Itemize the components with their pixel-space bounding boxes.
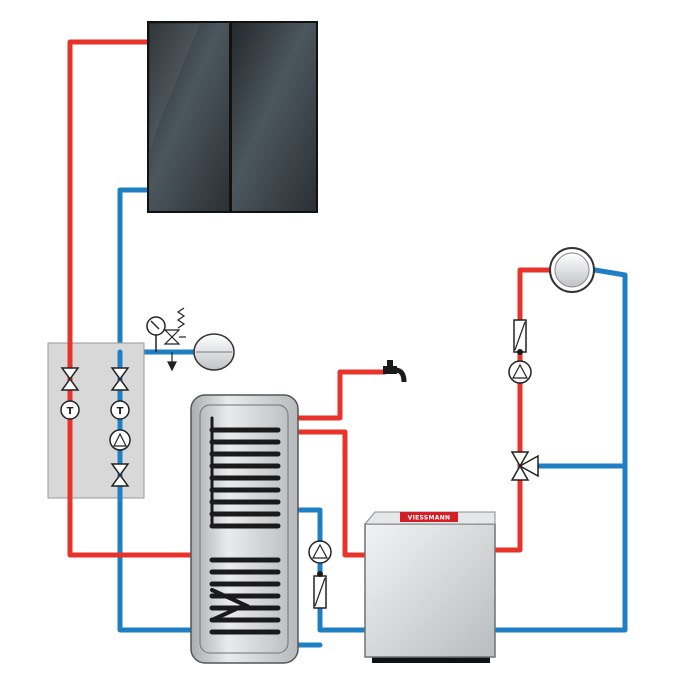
pressure-gauge-icon bbox=[146, 316, 166, 352]
circulation-pump-icon bbox=[109, 429, 131, 451]
svg-text:T: T bbox=[67, 406, 74, 417]
gas-boiler-icon: VIESSMANN bbox=[363, 511, 496, 663]
boiler-to-tank-pipe bbox=[295, 429, 368, 558]
flow-meter-icon bbox=[513, 319, 527, 355]
station-to-tank-pipe bbox=[117, 467, 196, 633]
boiler-brand-label: VIESSMANN bbox=[408, 515, 451, 522]
circulation-pump-icon bbox=[508, 360, 532, 384]
shutoff-valve-icon bbox=[110, 463, 130, 487]
hot-pipes bbox=[67, 39, 553, 558]
shutoff-valve-icon bbox=[60, 367, 80, 391]
collector-return-pipe bbox=[117, 187, 153, 373]
shutoff-valve-icon bbox=[110, 367, 130, 391]
collector-flow-pipe bbox=[67, 39, 196, 558]
heating-return-pipe bbox=[492, 267, 628, 633]
hot-water-pipe bbox=[295, 369, 388, 421]
radiator-circuit-icon bbox=[549, 247, 595, 293]
hot-water-tap-icon bbox=[383, 360, 407, 383]
tank-boiler-return-pipe bbox=[295, 507, 368, 633]
solar-storage-tank-icon bbox=[190, 394, 299, 664]
tank-lower-coil bbox=[209, 557, 281, 635]
solar-pump-station bbox=[47, 342, 145, 499]
temperature-sensor-icon: T bbox=[60, 400, 80, 420]
solar-collector-icon bbox=[147, 21, 318, 213]
temperature-sensor-icon: T bbox=[110, 400, 130, 420]
heating-flow-pipe bbox=[492, 267, 553, 553]
flow-meter-icon bbox=[313, 571, 327, 609]
expansion-vessel-icon bbox=[193, 333, 235, 371]
safety-valve-icon bbox=[163, 307, 186, 372]
tank-upper-coil bbox=[209, 416, 281, 529]
three-way-valve-icon bbox=[510, 451, 539, 481]
circulation-pump-icon bbox=[308, 540, 332, 564]
svg-text:T: T bbox=[117, 406, 124, 417]
